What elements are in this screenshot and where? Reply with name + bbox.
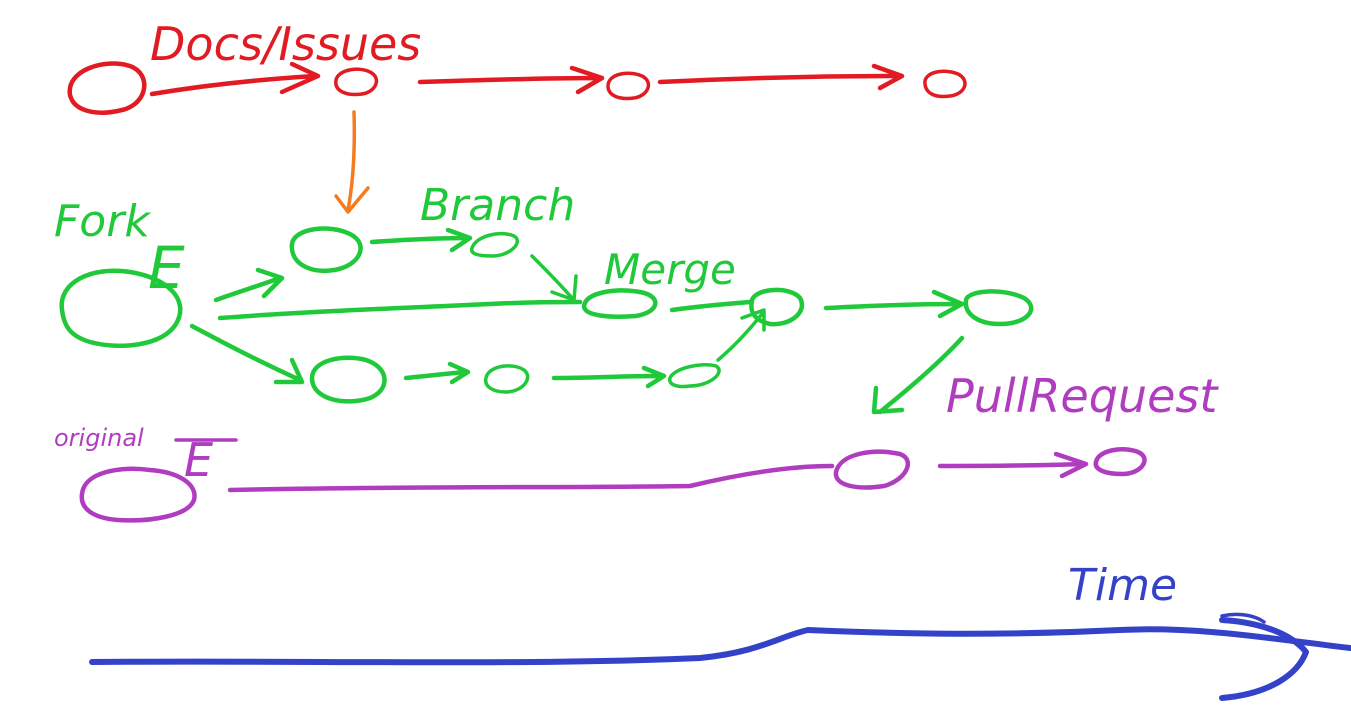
pull-request-label: PullRequest [946,369,1219,423]
lower-arrow-2 [551,365,667,389]
fork-end-node [963,289,1034,327]
merge-label: Merge [604,245,736,294]
original-label: original [54,424,144,452]
original-arrow [937,451,1089,479]
time-axis-line [89,626,1351,666]
branch-label: Branch [420,180,575,231]
branch-node-2 [469,231,520,258]
upstream-node-3 [606,71,651,101]
time-arrow-head-icon [1219,617,1309,701]
time-axis: Time [89,560,1351,701]
upstream-start-node [67,61,147,115]
original-repository: original E PullRequest [54,369,1219,523]
branch-to-merge-arrow [530,254,578,302]
lower-branch-arrow [189,323,305,385]
pull-request-node [833,449,911,490]
fork-main-line [217,299,583,321]
fork-down-arrow [334,110,370,214]
pull-request-arrow [871,335,965,415]
fork-label: Fork [54,196,151,247]
lower-node-3 [667,363,721,389]
time-label-underline [1220,612,1266,624]
upstream-node-2 [334,67,379,97]
upstream-arrow-3 [657,63,905,91]
docs-issues-label: Docs/Issues [150,17,421,71]
fork-arrow-to-end [823,289,965,319]
time-label: Time [1068,560,1177,611]
original-marker: E [184,433,213,487]
down-arrow-icon [334,110,370,214]
fork-repository: Fork E Branch Merge [54,180,1034,415]
upstream-node-4 [923,69,967,99]
upstream-timeline: Docs/Issues [67,17,967,115]
lower-node-2 [483,364,530,394]
original-end-node [1093,447,1147,477]
merge-node [581,288,658,319]
original-start-node [79,466,197,523]
fork-marker: E [148,234,185,302]
branch-start-arrow [213,267,285,303]
lower-to-merged-arrow [716,308,766,362]
lower-node-1 [309,355,387,404]
branch-arrow-1 [369,227,473,253]
merge-line [669,299,753,313]
fork-start-node [59,268,183,349]
original-main-line [227,463,835,493]
upstream-arrow-2 [417,65,605,95]
branch-node-1 [289,226,363,274]
upstream-arrow-1 [149,61,321,97]
lower-arrow-1 [403,361,471,385]
